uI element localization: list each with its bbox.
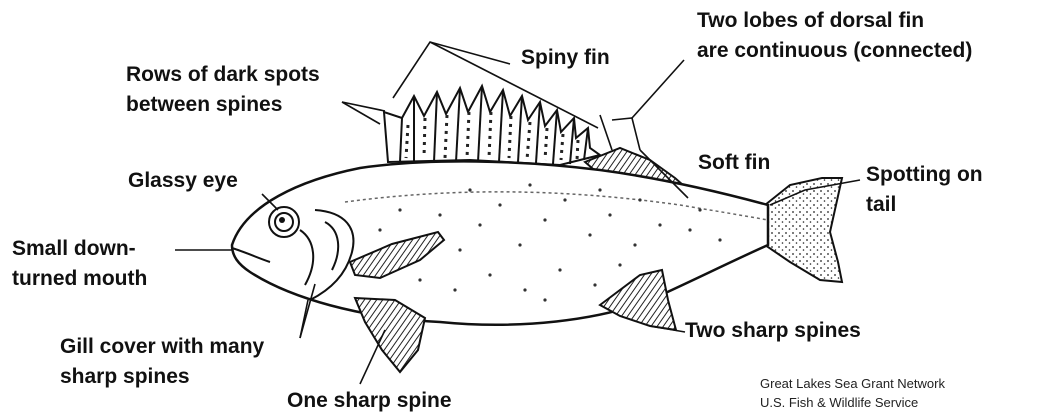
label-mouth-line1: Small down- (12, 236, 136, 262)
credit-line2: U.S. Fish & Wildlife Service (760, 393, 918, 412)
label-soft-fin: Soft fin (698, 150, 770, 176)
label-mouth-line2: turned mouth (12, 266, 147, 292)
label-dorsal-fin-line2: are continuous (connected) (697, 38, 972, 64)
credit-line1: Great Lakes Sea Grant Network (760, 374, 945, 393)
spiny-dorsal-fin (384, 86, 600, 165)
label-spiny-fin: Spiny fin (521, 45, 610, 71)
tail-fin (765, 178, 842, 282)
label-one-spine: One sharp spine (287, 388, 452, 414)
label-dark-spots-line2: between spines (126, 92, 282, 118)
label-tail-line2: tail (866, 192, 896, 218)
label-dorsal-fin-line1: Two lobes of dorsal fin (697, 8, 924, 34)
glassy-eye-icon (269, 207, 299, 237)
label-glassy-eye: Glassy eye (128, 168, 238, 194)
label-gill-line2: sharp spines (60, 364, 190, 390)
fish-body (232, 161, 768, 324)
label-two-spines: Two sharp spines (685, 318, 861, 344)
label-gill-line1: Gill cover with many (60, 334, 264, 360)
label-dark-spots-line1: Rows of dark spots (126, 62, 320, 88)
label-tail-line1: Spotting on (866, 162, 983, 188)
